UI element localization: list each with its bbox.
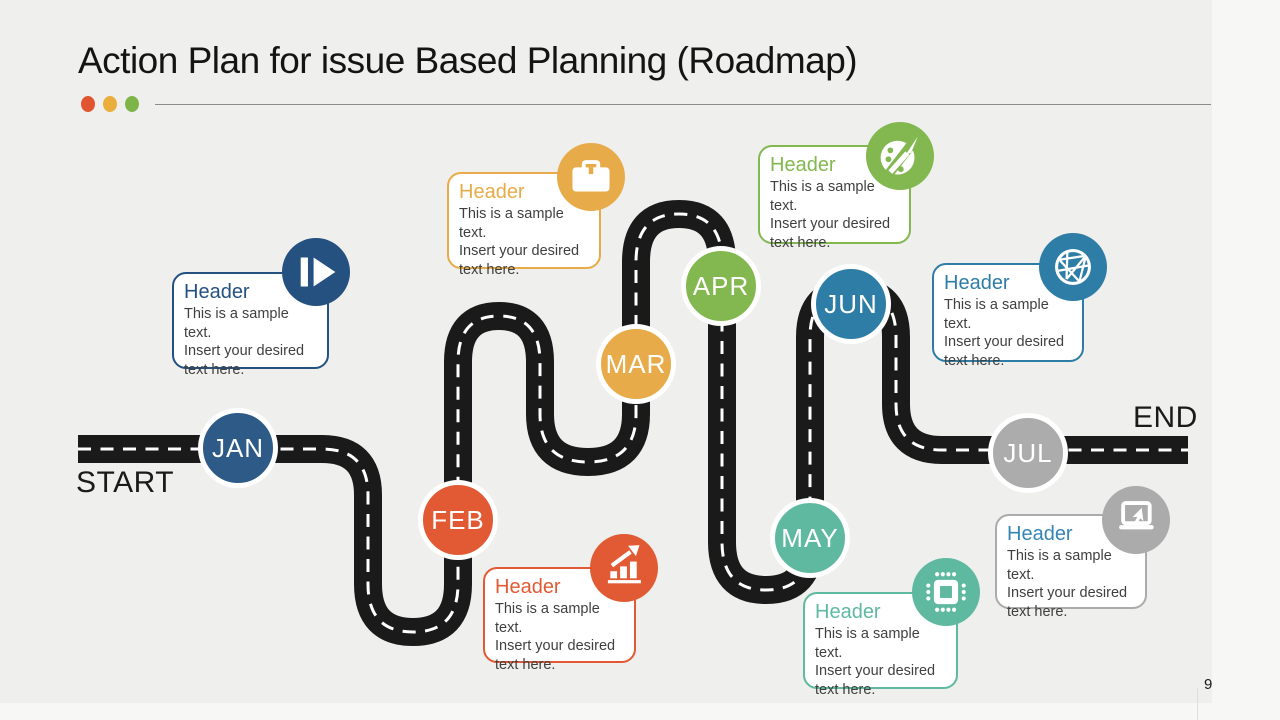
month-marker-mar: MAR <box>596 324 676 404</box>
fast-forward-icon <box>282 238 350 306</box>
month-marker-feb: FEB <box>418 480 498 560</box>
callout-header: Header <box>184 281 250 303</box>
slide-right-margin <box>1212 0 1280 720</box>
callout-box: Header This is a sample text. Insert you… <box>447 172 601 278</box>
accent-dot <box>103 96 117 112</box>
month-marker-apr: APR <box>681 246 761 326</box>
month-marker-jun: JUN <box>811 264 891 344</box>
month-marker-may: MAY <box>770 498 850 578</box>
palette-icon <box>866 122 934 190</box>
month-label: JAN <box>211 432 265 463</box>
chip-icon <box>912 558 980 626</box>
callout-box: Header This is a sample text. Insert you… <box>803 592 958 698</box>
month-label: MAY <box>781 522 839 553</box>
callout-header: Header <box>944 272 1010 294</box>
callout-box: Header This is a sample text. Insert you… <box>483 567 636 673</box>
month-label: JUN <box>824 288 878 319</box>
callout-header: Header <box>1007 523 1073 545</box>
callout-body: This is a sample text. Insert your desir… <box>459 206 580 278</box>
callout-header: Header <box>495 576 561 598</box>
page-title: Action Plan for issue Based Planning (Ro… <box>78 40 858 81</box>
callout-box: Header This is a sample text. Insert you… <box>932 263 1084 369</box>
title-divider <box>155 104 1211 105</box>
growth-chart-icon <box>590 534 658 602</box>
callout-body: This is a sample text. Insert your desir… <box>944 297 1065 369</box>
callout-header: Header <box>770 154 836 176</box>
callout-body: This is a sample text. Insert your desir… <box>184 306 305 378</box>
callout-header: Header <box>815 601 881 623</box>
briefcase-icon <box>557 143 625 211</box>
callout-box: Header This is a sample text. Insert you… <box>172 272 329 378</box>
accent-dots <box>81 96 139 112</box>
accent-dot <box>81 96 95 112</box>
month-marker-jul: JUL <box>988 413 1068 493</box>
callout-box: Header This is a sample text. Insert you… <box>995 514 1147 620</box>
corner-guide-line <box>1197 688 1198 720</box>
callout-body: This is a sample text. Insert your desir… <box>770 179 891 251</box>
end-label: END <box>1133 401 1198 434</box>
month-marker-jan: JAN <box>198 408 278 488</box>
start-label: START <box>76 466 175 499</box>
callout-box: Header This is a sample text. Insert you… <box>758 145 911 251</box>
month-label: FEB <box>431 504 485 535</box>
accent-dot <box>125 96 139 112</box>
callout-body: This is a sample text. Insert your desir… <box>815 626 936 698</box>
callout-body: This is a sample text. Insert your desir… <box>495 601 616 673</box>
laptop-icon <box>1102 486 1170 554</box>
callout-body: This is a sample text. Insert your desir… <box>1007 548 1128 620</box>
month-label: JUL <box>1003 437 1053 468</box>
page-number: 9 <box>1204 676 1213 693</box>
slide-bottom-margin <box>0 703 1280 720</box>
globe-icon <box>1039 233 1107 301</box>
month-label: MAR <box>605 348 667 379</box>
callout-header: Header <box>459 181 525 203</box>
month-label: APR <box>692 270 750 301</box>
